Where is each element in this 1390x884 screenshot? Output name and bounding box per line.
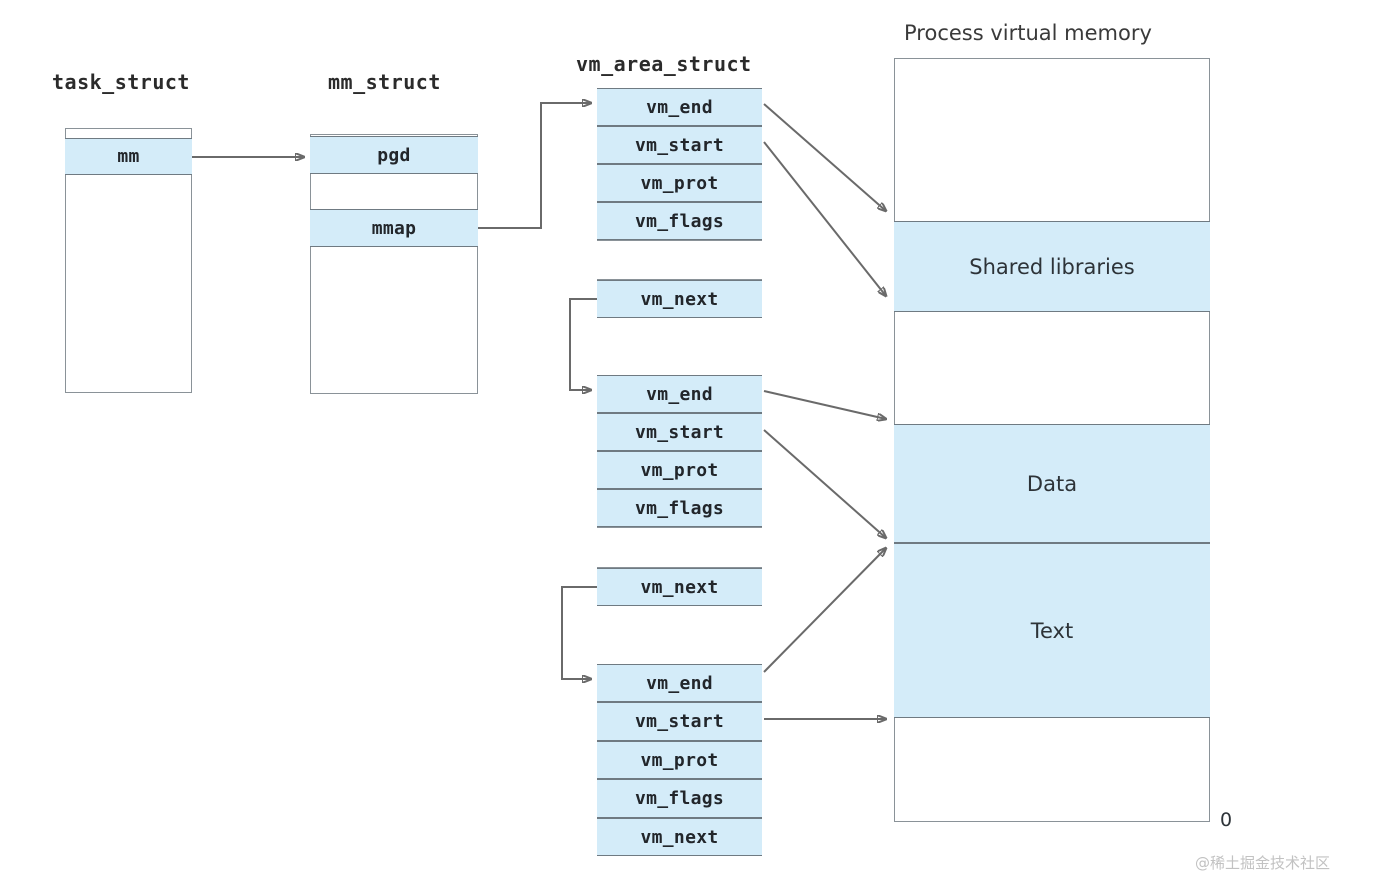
wire-vma1-end-to-shared-libraries-top [763,103,886,211]
task-struct-field-mm[interactable]: mm [65,138,192,175]
vm-area-1-row-vm-next[interactable]: vm_next [597,280,762,318]
vm-area-2-row-vm-flags[interactable]: vm_flags [597,489,762,527]
vm-area-2-row-vm-next[interactable]: vm_next [597,568,762,606]
task-struct-title: task_struct [52,70,190,94]
wire-vma1-start-to-shared-libraries-bottom [763,141,886,296]
vm-area-3-row-vm-end[interactable]: vm_end [597,664,762,702]
vm-area-2-row-vm-prot[interactable]: vm_prot [597,451,762,489]
vm-area-3-row-vm-prot[interactable]: vm_prot [597,741,762,779]
vm-area-1-row-vm-flags[interactable]: vm_flags [597,202,762,240]
watermark-text: @稀土掘金技术社区 [1195,854,1331,872]
vm-area-struct-title: vm_area_struct [576,52,752,76]
vm-area-2-row-vm-start[interactable]: vm_start [597,413,762,451]
vm-area-2-row-vm-end[interactable]: vm_end [597,375,762,413]
memory-region-text[interactable]: Text [894,543,1210,718]
zero-address-label: 0 [1220,809,1233,831]
vm-area-1-row-vm-start[interactable]: vm_start [597,126,762,164]
vm-area-1-row-blank [597,240,762,280]
vm-area-1-row-vm-end[interactable]: vm_end [597,88,762,126]
wire-vma2-end-to-data-top [763,390,886,419]
wire-vma1-next-to-vma2 [569,298,597,390]
wire-vma2-next-to-vma3 [561,586,597,679]
memory-region-data[interactable]: Data [894,424,1210,543]
vm-area-1-row-vm-prot[interactable]: vm_prot [597,164,762,202]
mm-struct-title: mm_struct [328,70,441,94]
mm-struct-box [310,134,478,394]
vm-area-3-row-vm-next[interactable]: vm_next [597,818,762,856]
vm-area-3-row-vm-start[interactable]: vm_start [597,702,762,741]
vm-area-2-row-blank [597,527,762,568]
vm-area-3-row-vm-flags[interactable]: vm_flags [597,779,762,818]
memory-region-shared-libraries[interactable]: Shared libraries [894,221,1210,312]
wire-vma3-end-to-text-top [763,548,886,673]
process-virtual-memory-title: Process virtual memory [904,21,1152,45]
wire-vma2-start-to-data-bottom [763,429,886,538]
mm-struct-field-mmap[interactable]: mmap [310,209,478,247]
wire-mmap-to-vma1 [478,103,591,229]
mm-struct-field-pgd[interactable]: pgd [310,136,478,174]
